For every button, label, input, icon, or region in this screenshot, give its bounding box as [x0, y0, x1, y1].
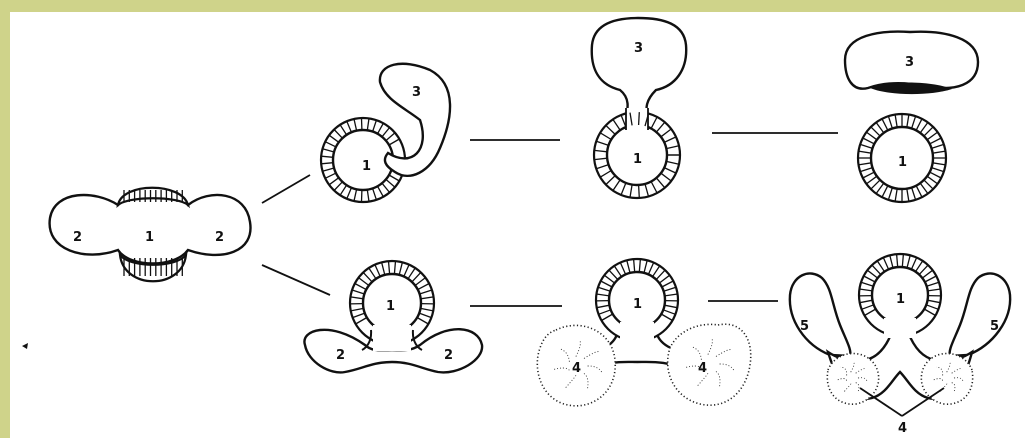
- final-right-arm: [950, 273, 1011, 356]
- dumbbell-outline: [592, 18, 686, 118]
- label-1: 1: [362, 159, 371, 174]
- connector-line: [262, 175, 310, 203]
- lobes-gap: [373, 325, 411, 351]
- label-1: 1: [898, 155, 907, 170]
- stage-top-curl: 1 3: [321, 64, 450, 202]
- ring-stripe: [639, 112, 640, 125]
- connector-line: [262, 265, 330, 295]
- curl-tube: [380, 64, 450, 176]
- label-3: 3: [905, 55, 914, 70]
- label-1: 1: [633, 152, 642, 167]
- final-gap: [884, 318, 916, 338]
- label-4: 4: [698, 361, 707, 376]
- stage-bottom-final: 1 5 5 4: [790, 254, 1010, 436]
- label-1: 1: [386, 299, 395, 314]
- initial-outline: [50, 194, 251, 264]
- stage-top-dumbbell: 3 1: [592, 18, 686, 198]
- ring-stripe: [639, 185, 640, 198]
- label-2: 2: [215, 230, 224, 245]
- label-4: 4: [572, 361, 581, 376]
- label-2: 2: [336, 348, 345, 363]
- stage-initial: 1 2 2: [50, 188, 251, 282]
- label-3: 3: [634, 41, 643, 56]
- mass-right: [668, 324, 751, 405]
- stage-top-separated: 3 1: [845, 32, 978, 202]
- label-5: 5: [800, 319, 809, 334]
- stage-bottom-masses: 1 4 4: [537, 259, 750, 406]
- masses-gap: [620, 322, 654, 344]
- stage-bottom-lobes: 1 2 2: [304, 261, 482, 372]
- label-4: 4: [898, 421, 907, 436]
- label-2: 2: [73, 230, 82, 245]
- label-1: 1: [145, 230, 154, 245]
- label-1: 1: [633, 297, 642, 312]
- label-3: 3: [412, 85, 421, 100]
- label-5: 5: [990, 319, 999, 334]
- final-left-arm: [790, 273, 851, 356]
- small-mark: [22, 343, 28, 349]
- dumbbell-stalk: [626, 108, 648, 130]
- label-2: 2: [444, 348, 453, 363]
- label-1: 1: [896, 292, 905, 307]
